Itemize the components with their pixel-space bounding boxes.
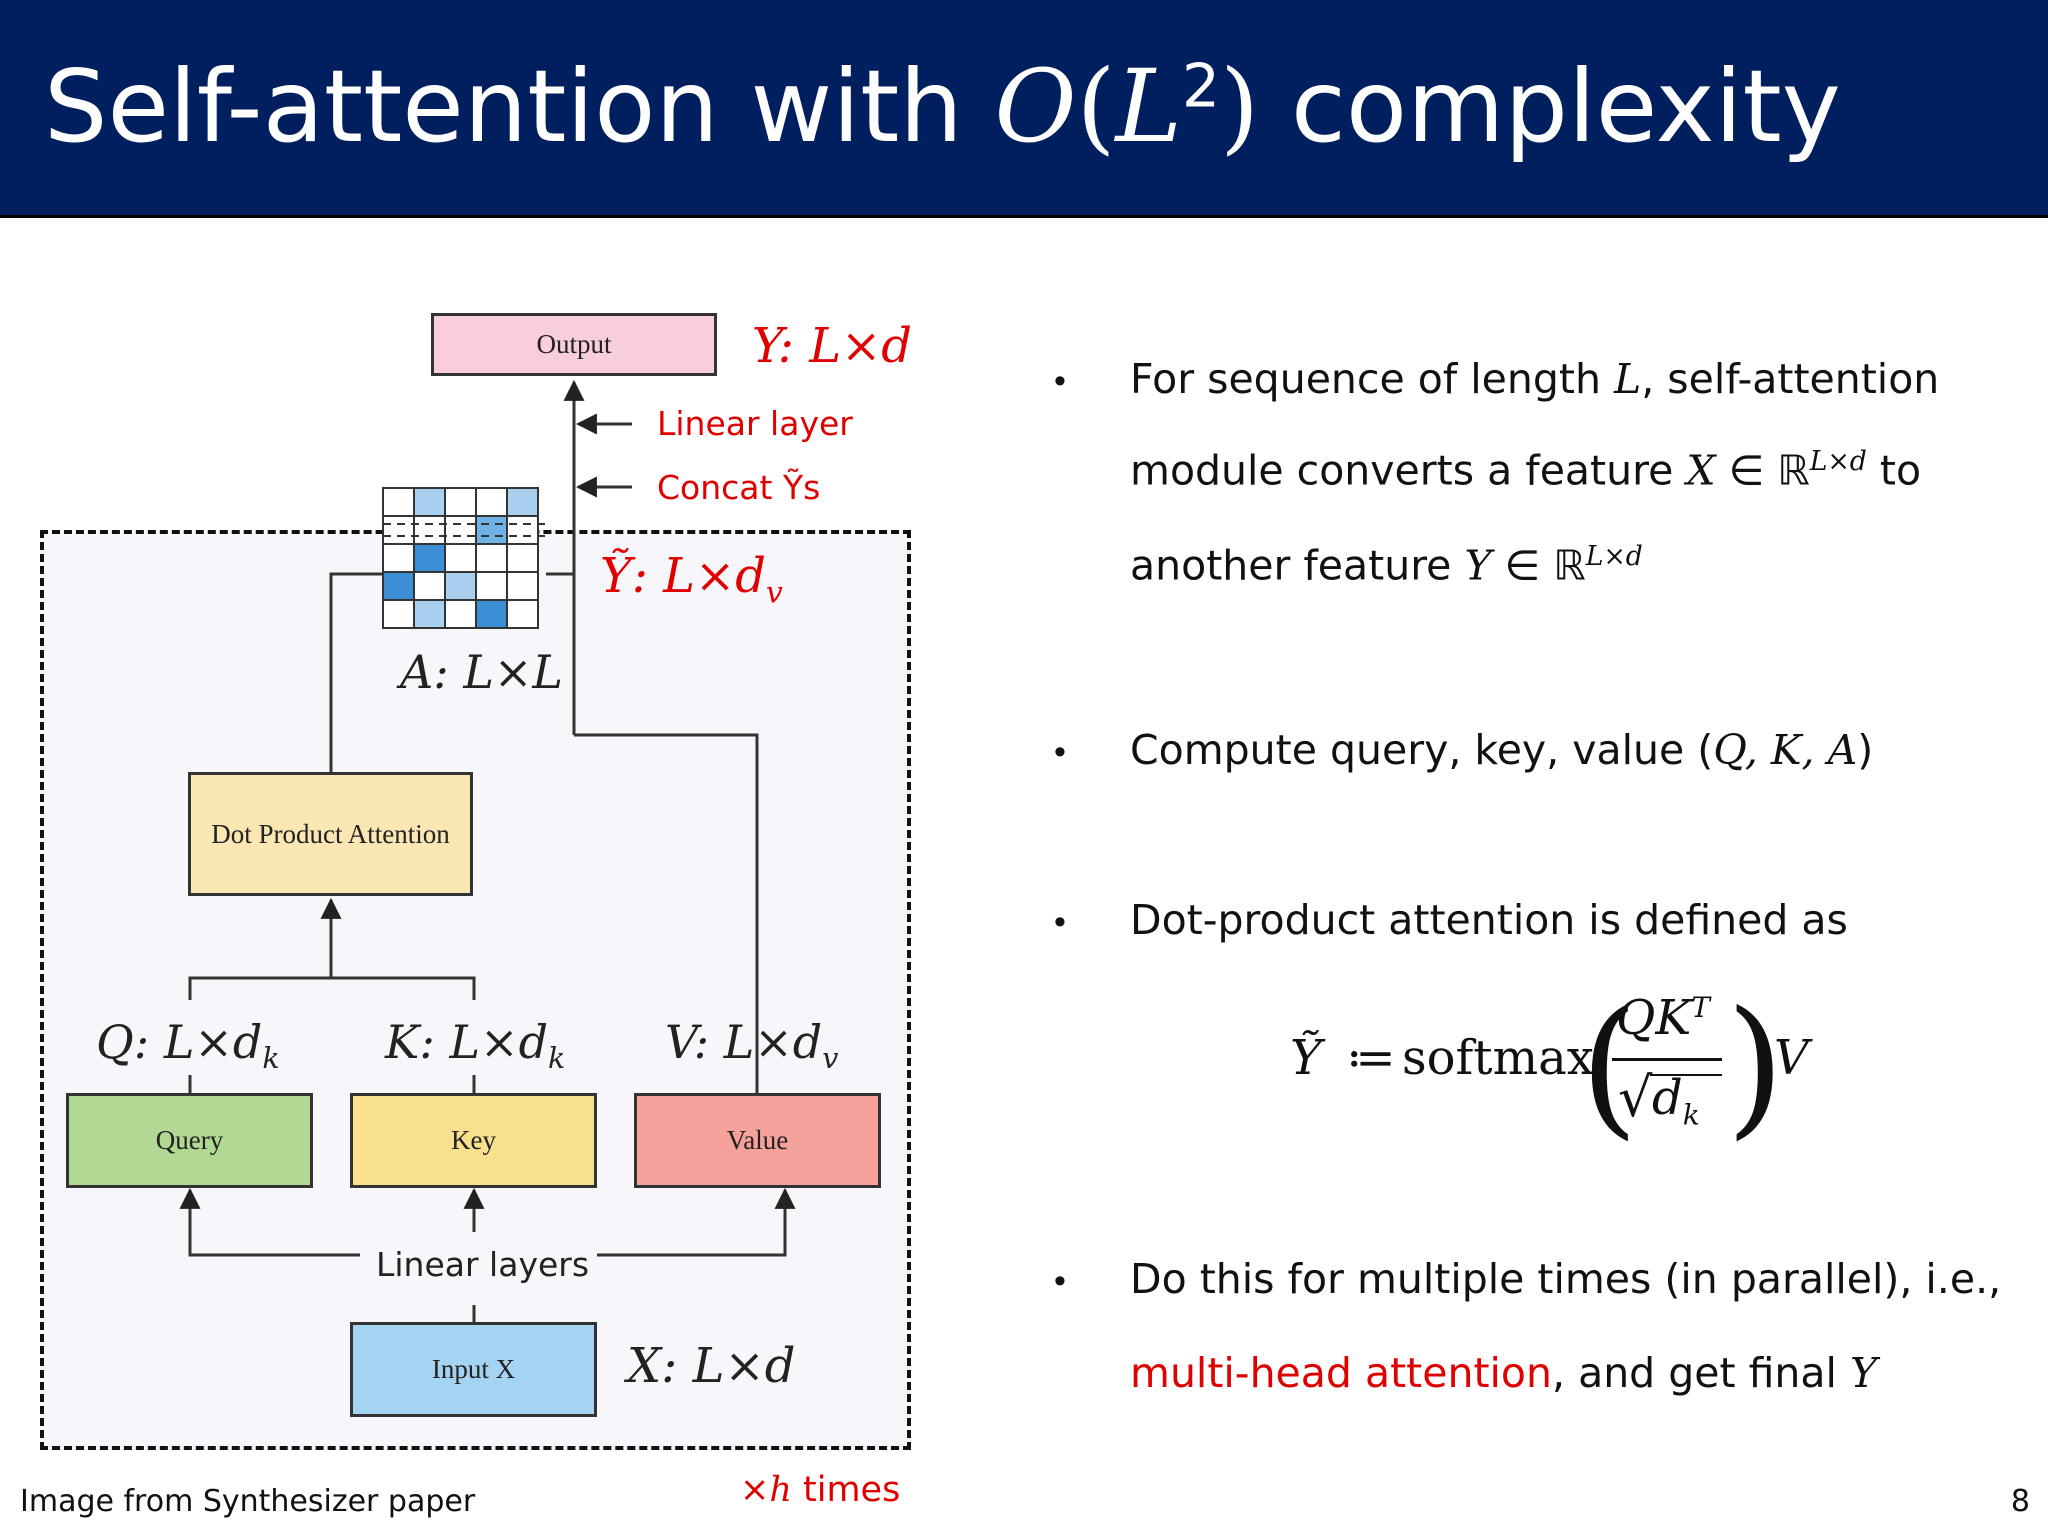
bullet-1-marker: • bbox=[1054, 362, 1066, 400]
linear-layer-annotation: Linear layer bbox=[657, 404, 853, 443]
title-bar: Self-attention with O(L2) complexity bbox=[0, 0, 2048, 218]
query-box: Query bbox=[66, 1093, 313, 1188]
page-number: 8 bbox=[2010, 1484, 2030, 1519]
bullet-1-line-3: another feature Y ∈ ℝL×d bbox=[1130, 541, 1643, 590]
value-box: Value bbox=[634, 1093, 881, 1188]
y-output-label: Y: L×d bbox=[752, 318, 913, 374]
times-h-label: ×h times bbox=[740, 1470, 901, 1510]
linear-layers-label: Linear layers bbox=[368, 1245, 598, 1284]
bullet-2-text: Compute query, key, value (Q, K, A) bbox=[1130, 726, 1874, 774]
bullet-4-marker: • bbox=[1054, 1262, 1066, 1300]
bullet-3-marker: • bbox=[1054, 903, 1066, 941]
q-dim-label: Q: L×dk bbox=[96, 1015, 280, 1076]
bullet-1-line-1: For sequence of length L, self-attention bbox=[1130, 355, 1940, 403]
k-dim-label: K: L×dk bbox=[385, 1015, 566, 1076]
bullet-1-line-2: module converts a feature X ∈ ℝL×d to bbox=[1130, 446, 1922, 495]
bullet-3-text: Dot-product attention is defined as bbox=[1130, 896, 1848, 944]
slide-title: Self-attention with O(L2) complexity bbox=[44, 48, 1841, 165]
image-credit: Image from Synthesizer paper bbox=[20, 1484, 476, 1519]
y-tilde-label: Ỹ: L×dv bbox=[600, 548, 783, 611]
output-box: Output bbox=[431, 313, 717, 376]
bullet-4-line-1: Do this for multiple times (in parallel)… bbox=[1130, 1255, 2002, 1303]
key-box: Key bbox=[350, 1093, 597, 1188]
bullet-2-marker: • bbox=[1054, 733, 1066, 771]
a-matrix-label: A: L×L bbox=[400, 645, 563, 699]
v-dim-label: V: L×dv bbox=[665, 1015, 839, 1076]
dot-product-attention-box: Dot Product Attention bbox=[188, 772, 473, 896]
concat-annotation: Concat Ỹs bbox=[657, 468, 821, 507]
x-input-label: X: L×d bbox=[627, 1338, 796, 1394]
bullet-4-line-2: multi-head attention, and get final Y bbox=[1130, 1349, 1878, 1397]
attention-matrix bbox=[382, 487, 539, 629]
input-x-box: Input X bbox=[350, 1322, 597, 1417]
